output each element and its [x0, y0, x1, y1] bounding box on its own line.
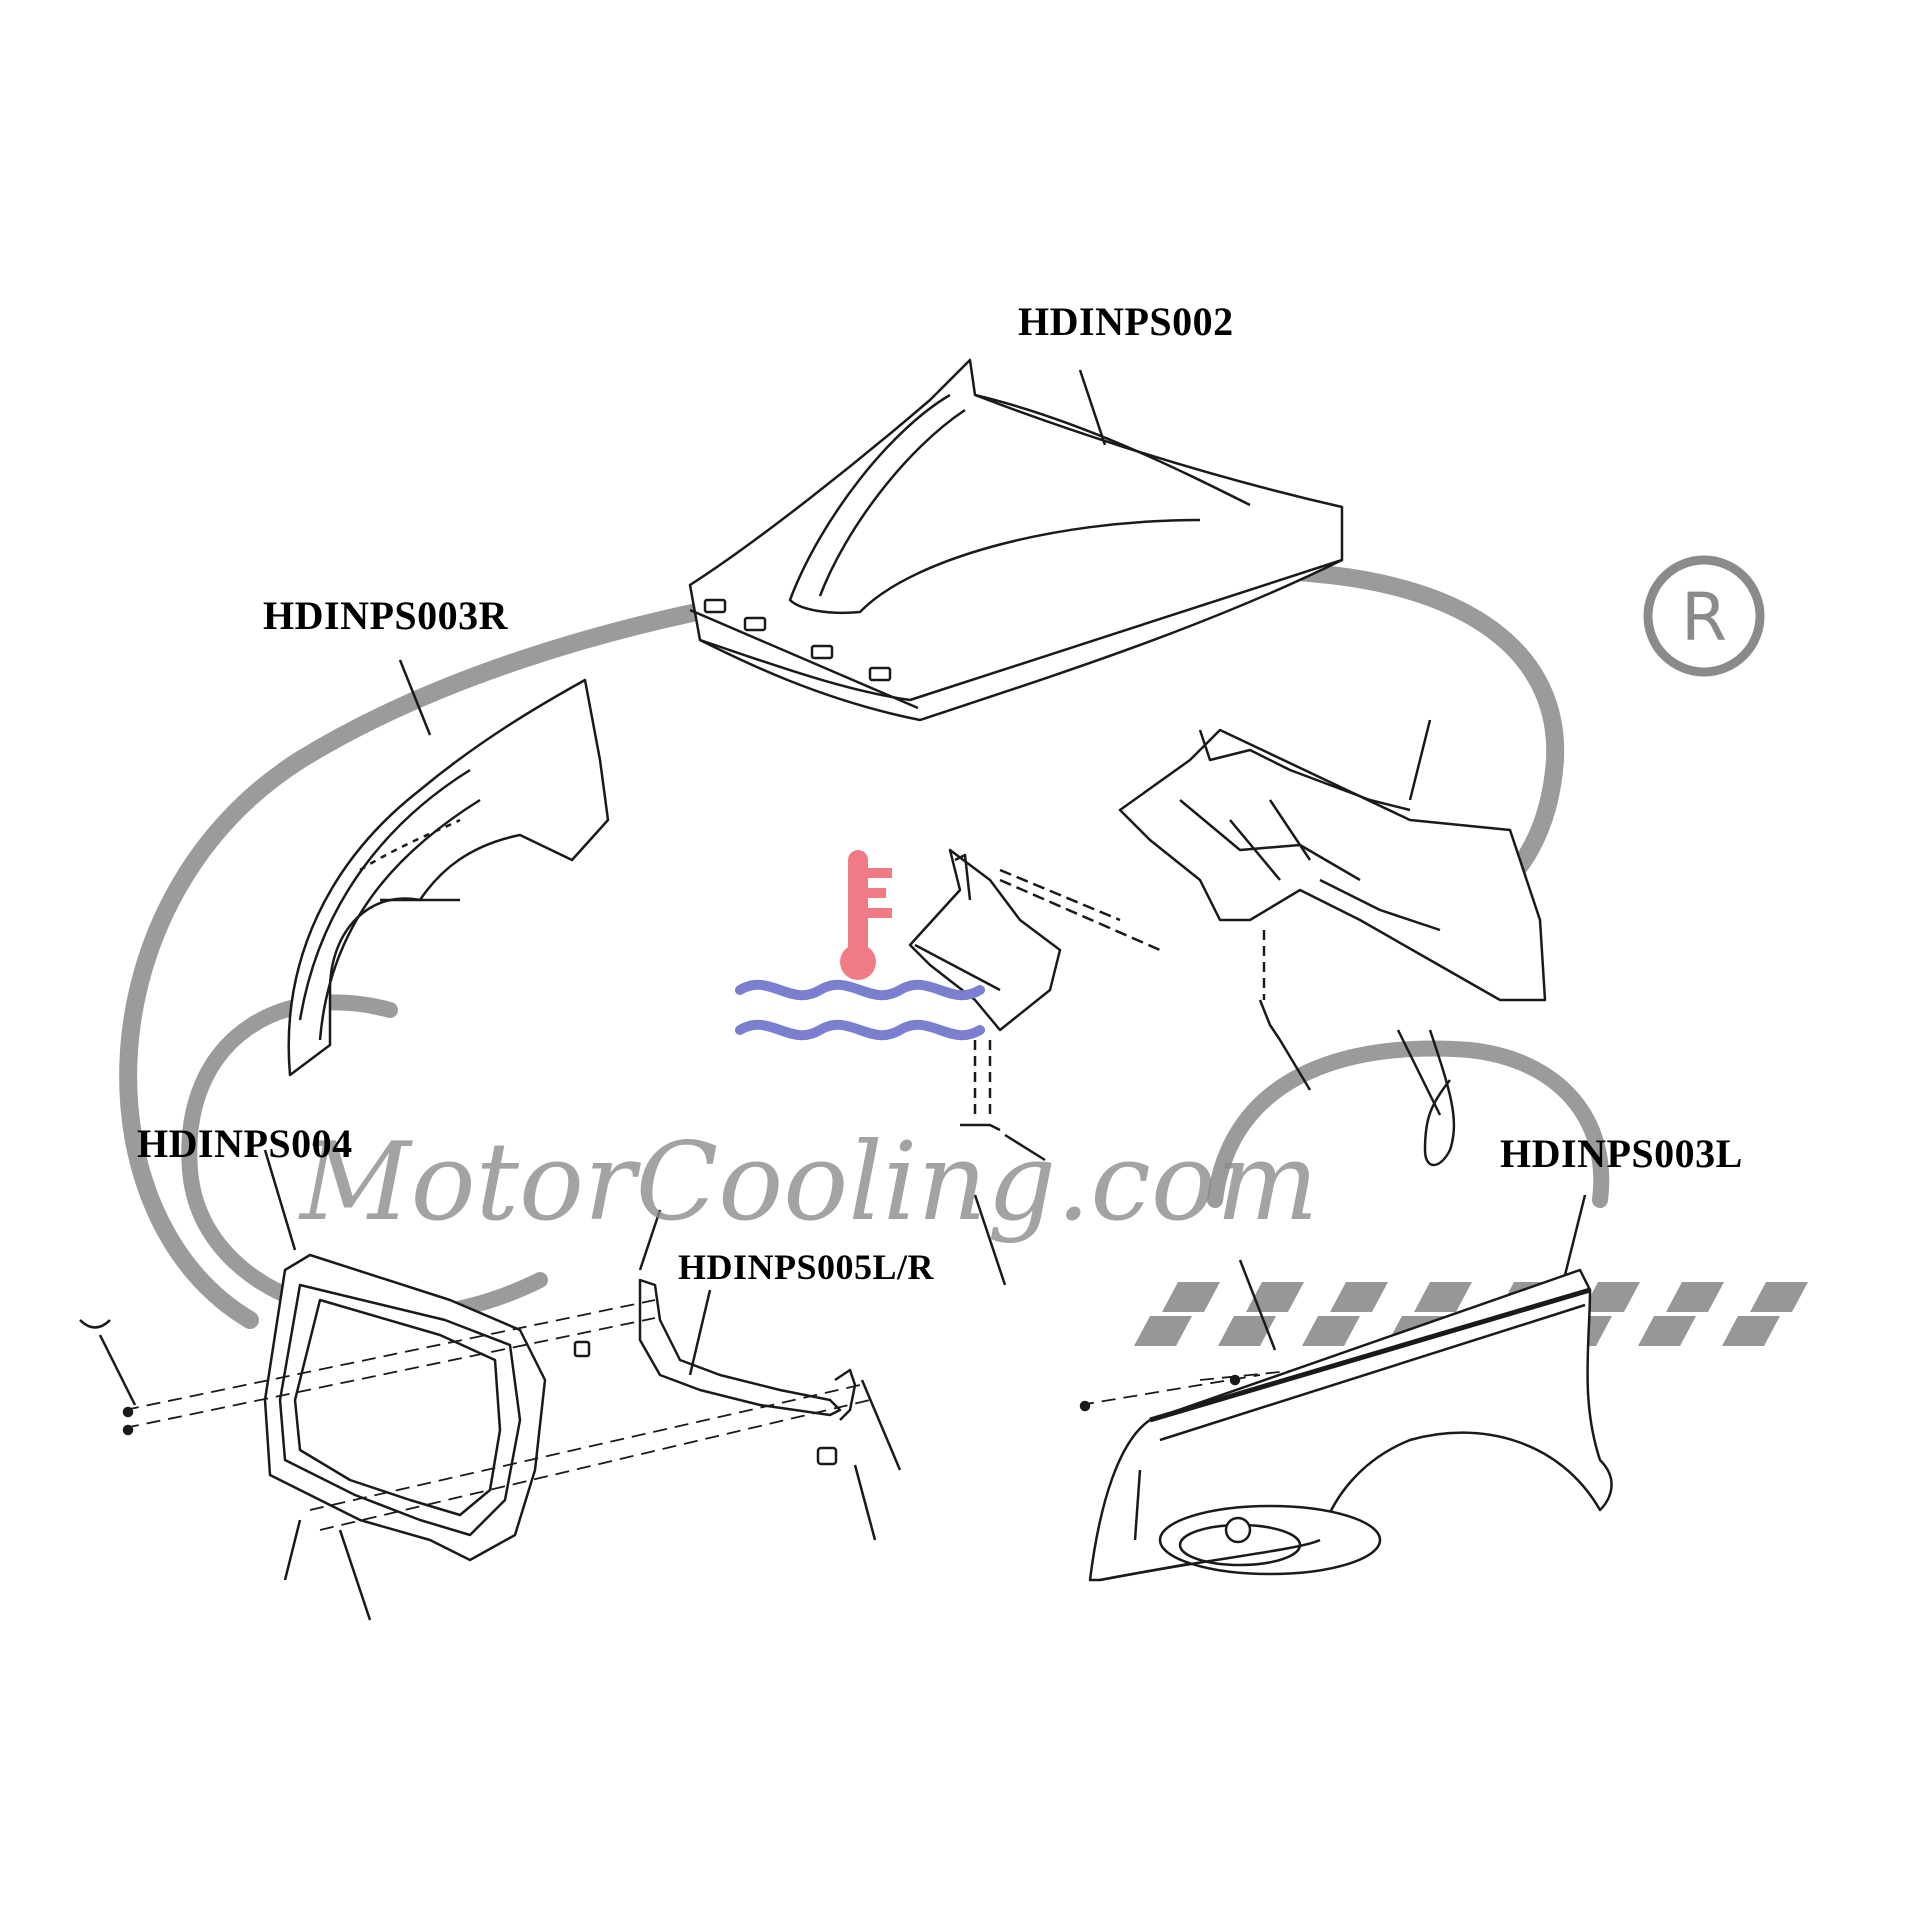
label-bracket: HDINPS005L/R	[678, 1247, 935, 1287]
cooling-logo-watermark	[735, 850, 985, 1041]
registered-mark: R	[1643, 555, 1765, 677]
label-hood: HDINPS002	[1018, 299, 1234, 344]
watermark-text: MotorCooling.com	[300, 1120, 1319, 1245]
label-grille-frame: HDINPS004	[137, 1121, 353, 1166]
grille-frame-drawing	[263, 1149, 547, 1621]
right-fender-drawing	[287, 659, 610, 1077]
label-right-fender: HDINPS003R	[263, 593, 509, 638]
bracket-drawing	[573, 1209, 902, 1541]
left-fender-drawing	[1088, 1029, 1613, 1582]
hood-drawing	[688, 358, 1344, 722]
svg-text:R: R	[1681, 579, 1727, 656]
fastener-axis-lines	[124, 1299, 1301, 1531]
label-left-fender: HDINPS003L	[1500, 1131, 1743, 1176]
radiator-support-drawing	[1118, 719, 1547, 1091]
center-latch-bracket-drawing	[908, 848, 1161, 1286]
fastener-callout-lines	[79, 1259, 1277, 1436]
